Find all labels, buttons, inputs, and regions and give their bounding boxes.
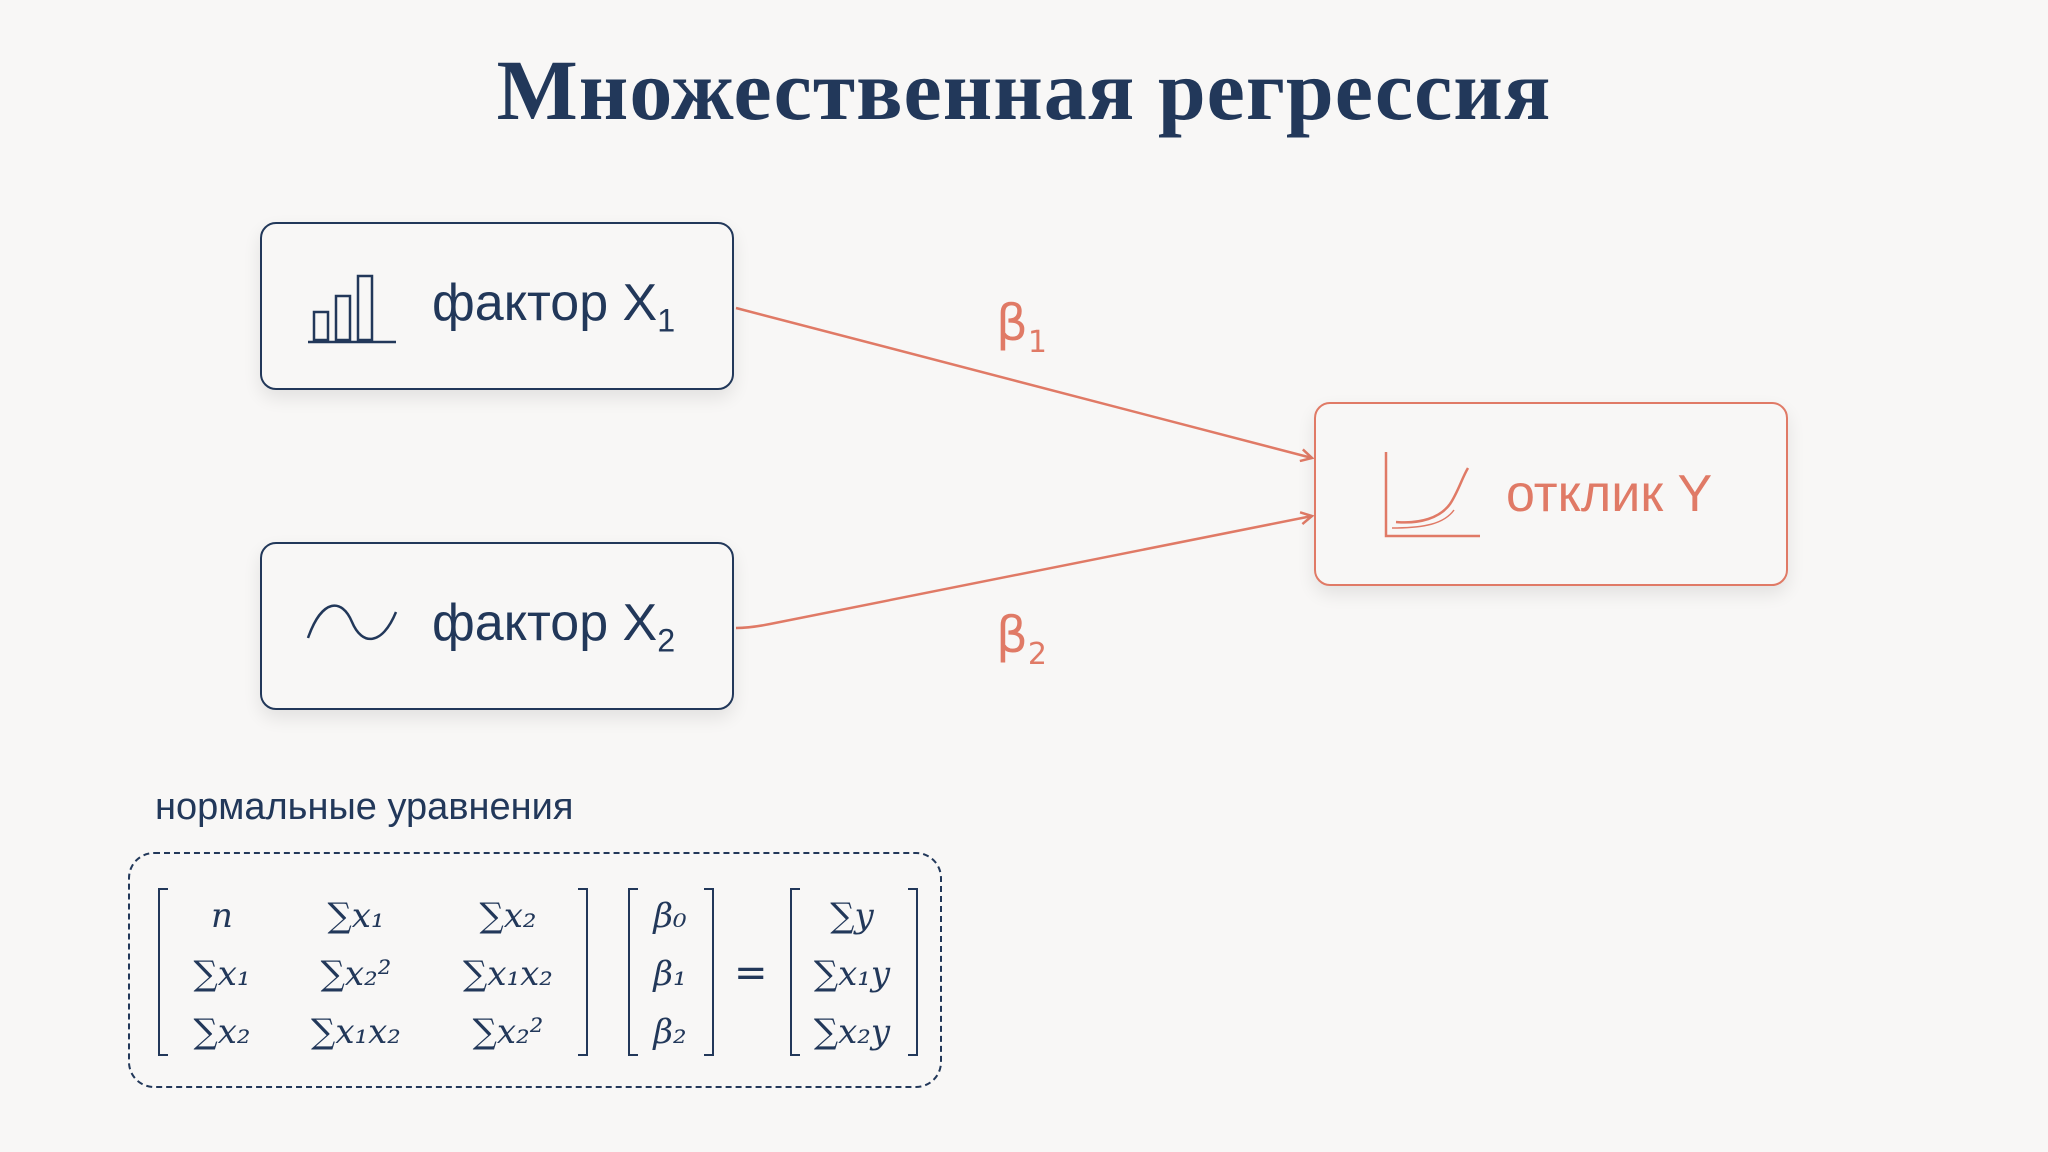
bar-chart-icon <box>308 274 396 344</box>
matrix-cell: n <box>211 896 233 936</box>
normal-equations-matrix: n ∑x₁ ∑x₂ ∑x₁ ∑x₂² ∑x₁x₂ ∑x₂ ∑x₁x₂ ∑x₂² … <box>130 854 944 1090</box>
response-y-node[interactable]: отклик Y <box>1314 402 1788 586</box>
rhs-vector-cell: ∑x₁y <box>813 954 891 994</box>
matrix-cell: ∑x₂ <box>479 896 537 936</box>
response-y-label: отклик Y <box>1506 465 1713 523</box>
edge-x1-y <box>735 306 1312 458</box>
growth-curve-icon <box>1384 452 1480 538</box>
matrix-cell: ∑x₁x₂ <box>463 954 553 994</box>
beta-2-label: β2 <box>996 606 1048 672</box>
rhs-vector-cell: ∑y <box>830 896 874 936</box>
beta-vector-cell: β₂ <box>653 1012 687 1052</box>
matrix-cell: ∑x₂² <box>472 1012 544 1052</box>
normal-equations-label: нормальные уравнения <box>155 786 574 828</box>
page-title: Множественная регрессия <box>496 42 1552 138</box>
beta-vector-cell: β₁ <box>653 954 687 994</box>
matrix-right-bracket <box>578 888 588 1056</box>
equals-sign: = <box>734 950 768 996</box>
matrix-cell: ∑x₁ <box>327 896 385 936</box>
rhs-vector-left-bracket <box>790 888 800 1056</box>
factor-x1-label: фактор X1 <box>432 273 676 339</box>
rhs-vector-cell: ∑x₂y <box>813 1012 891 1052</box>
matrix-cell: ∑x₂² <box>320 954 392 994</box>
factor-x2-node[interactable]: фактор X2 <box>260 542 734 710</box>
beta-vector-cell: β₀ <box>653 896 687 936</box>
normal-equations-box: n ∑x₁ ∑x₂ ∑x₁ ∑x₂² ∑x₁x₂ ∑x₂ ∑x₁x₂ ∑x₂² … <box>128 852 942 1088</box>
matrix-cell: ∑x₁ <box>193 954 251 994</box>
sine-wave-icon <box>306 604 398 640</box>
beta-vector-left-bracket <box>628 888 638 1056</box>
matrix-left-bracket <box>158 888 168 1056</box>
factor-x1-node[interactable]: фактор X1 <box>260 222 734 390</box>
matrix-cell: ∑x₁x₂ <box>311 1012 401 1052</box>
beta-vector-right-bracket <box>704 888 714 1056</box>
rhs-vector-right-bracket <box>908 888 918 1056</box>
edge-x2-y <box>735 516 1312 630</box>
beta-1-label: β1 <box>996 294 1048 360</box>
factor-x2-label: фактор X2 <box>432 593 676 659</box>
matrix-cell: ∑x₂ <box>193 1012 251 1052</box>
